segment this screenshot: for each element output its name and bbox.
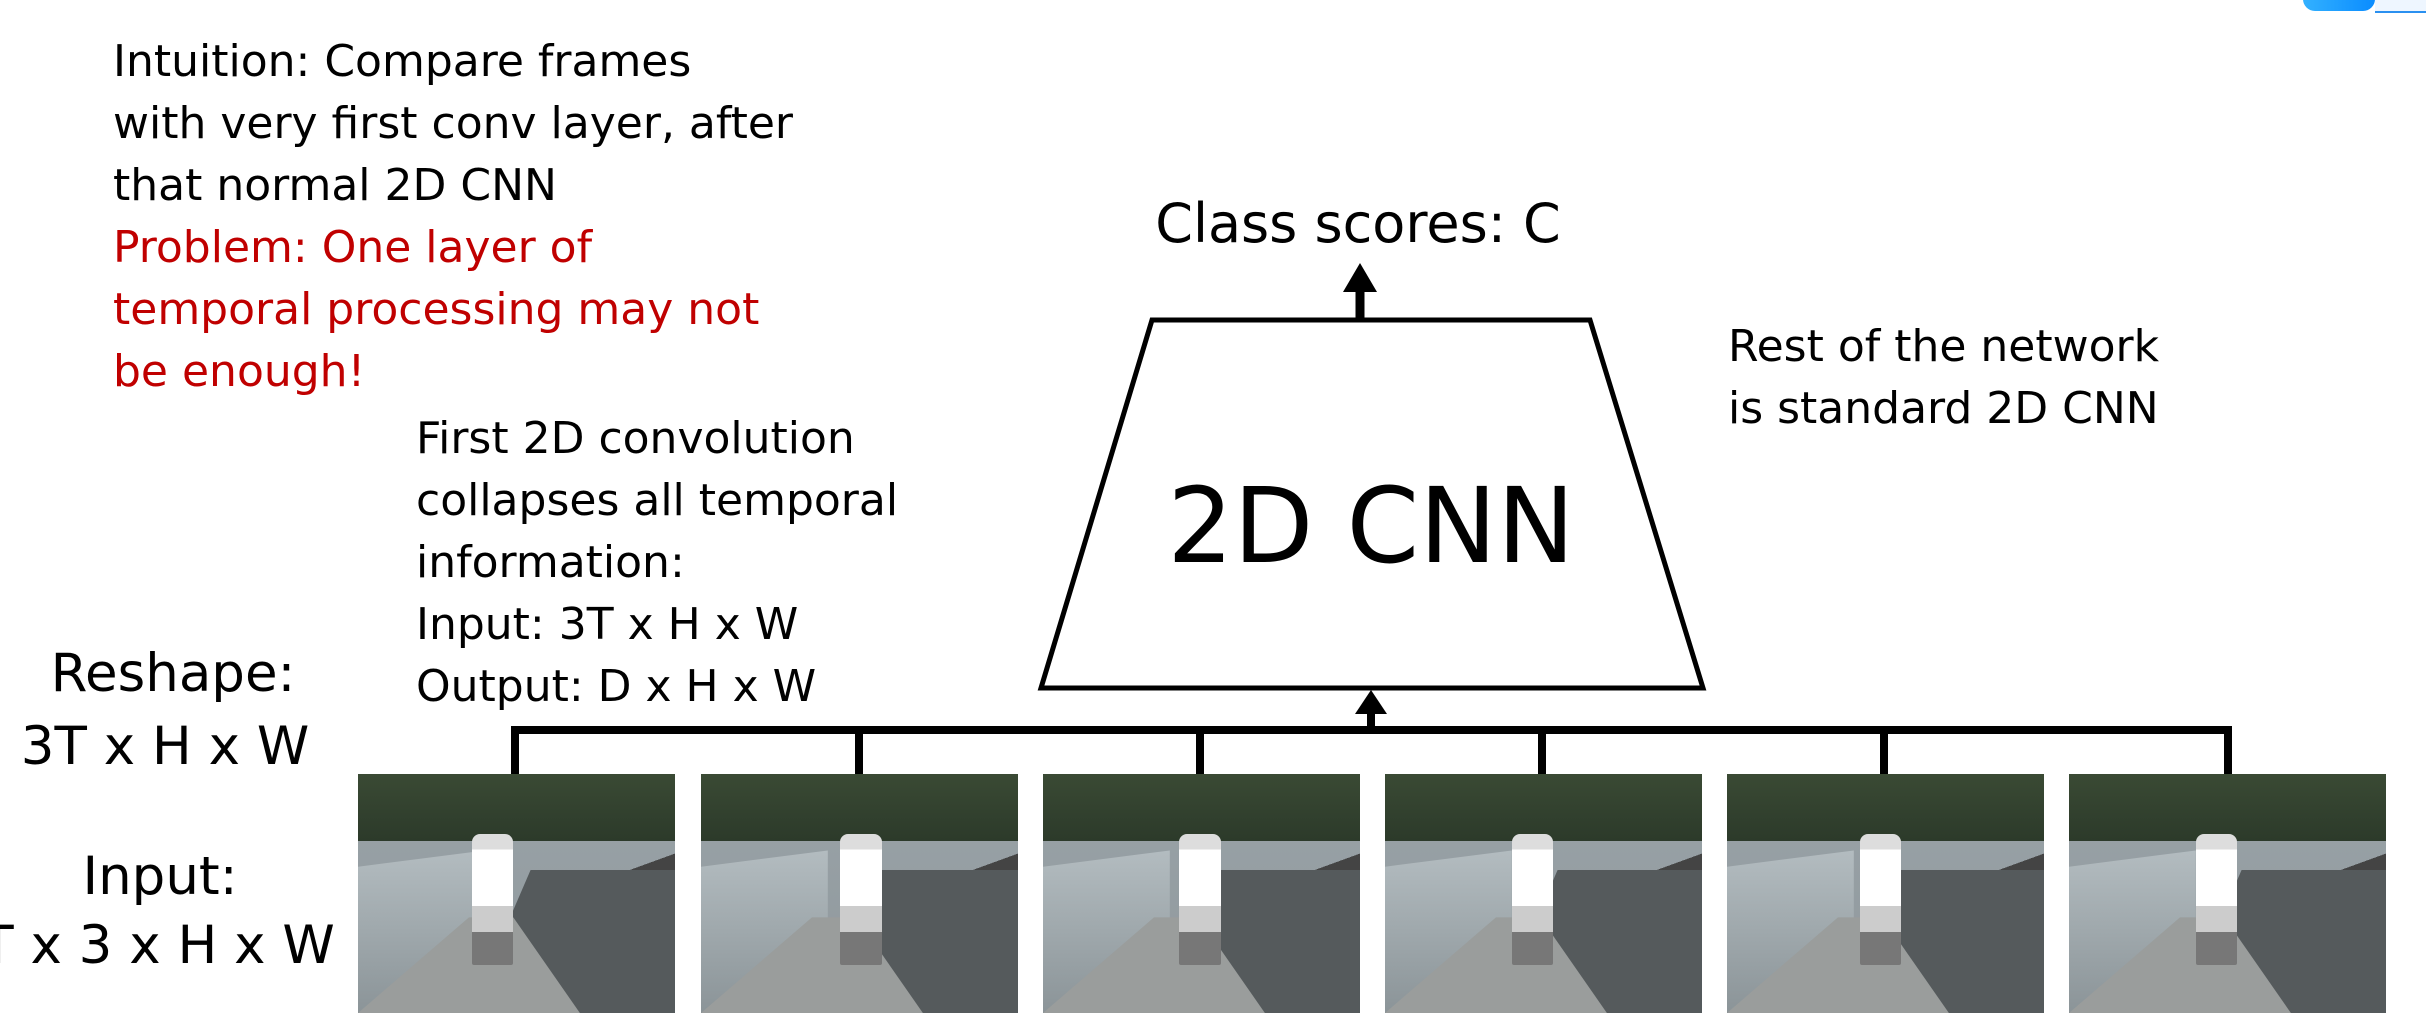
class-scores-label: Class scores: C bbox=[1155, 192, 1561, 255]
video-frame-3 bbox=[1043, 774, 1360, 1013]
first-conv-line: Output: D x H x W bbox=[416, 661, 817, 712]
video-frame-4 bbox=[1385, 774, 1702, 1013]
first-conv-note: First 2D convolution collapses all tempo… bbox=[416, 408, 898, 718]
cnn-trapezoid bbox=[1037, 317, 1707, 691]
first-conv-line: First 2D convolution bbox=[416, 413, 855, 464]
intuition-note: Intuition: Compare frames with very firs… bbox=[113, 31, 793, 403]
video-frame-2 bbox=[701, 774, 1018, 1013]
top-right-strip bbox=[2375, 0, 2426, 13]
video-frame-5 bbox=[1727, 774, 2044, 1013]
rest-line: Rest of the network bbox=[1728, 321, 2160, 372]
first-conv-line: Input: 3T x H x W bbox=[416, 599, 799, 650]
first-conv-line: collapses all temporal bbox=[416, 475, 899, 526]
problem-line: be enough! bbox=[113, 346, 366, 397]
input-label: Input: bbox=[82, 846, 238, 907]
first-conv-line: information: bbox=[416, 537, 685, 588]
rest-note: Rest of the network is standard 2D CNN bbox=[1728, 316, 2159, 440]
problem-line: temporal processing may not bbox=[113, 284, 760, 335]
intuition-line: that normal 2D CNN bbox=[113, 160, 557, 211]
output-arrow-head bbox=[1343, 263, 1377, 292]
video-frame-1 bbox=[358, 774, 675, 1013]
reshape-shape: 3T x H x W bbox=[20, 716, 310, 777]
problem-line: Problem: One layer of bbox=[113, 222, 593, 273]
cnn-label: 2D CNN bbox=[1167, 465, 1575, 587]
input-shape: T x 3 x H x W bbox=[0, 915, 335, 976]
intuition-line: Intuition: Compare frames bbox=[113, 36, 692, 87]
frame-bus bbox=[511, 726, 2232, 774]
top-right-button[interactable] bbox=[2303, 0, 2375, 11]
reshape-label: Reshape: bbox=[50, 643, 296, 704]
intuition-line: with very first conv layer, after bbox=[113, 98, 794, 149]
video-frame-6 bbox=[2069, 774, 2386, 1013]
rest-line: is standard 2D CNN bbox=[1728, 383, 2159, 434]
input-arrow-head bbox=[1355, 690, 1387, 714]
